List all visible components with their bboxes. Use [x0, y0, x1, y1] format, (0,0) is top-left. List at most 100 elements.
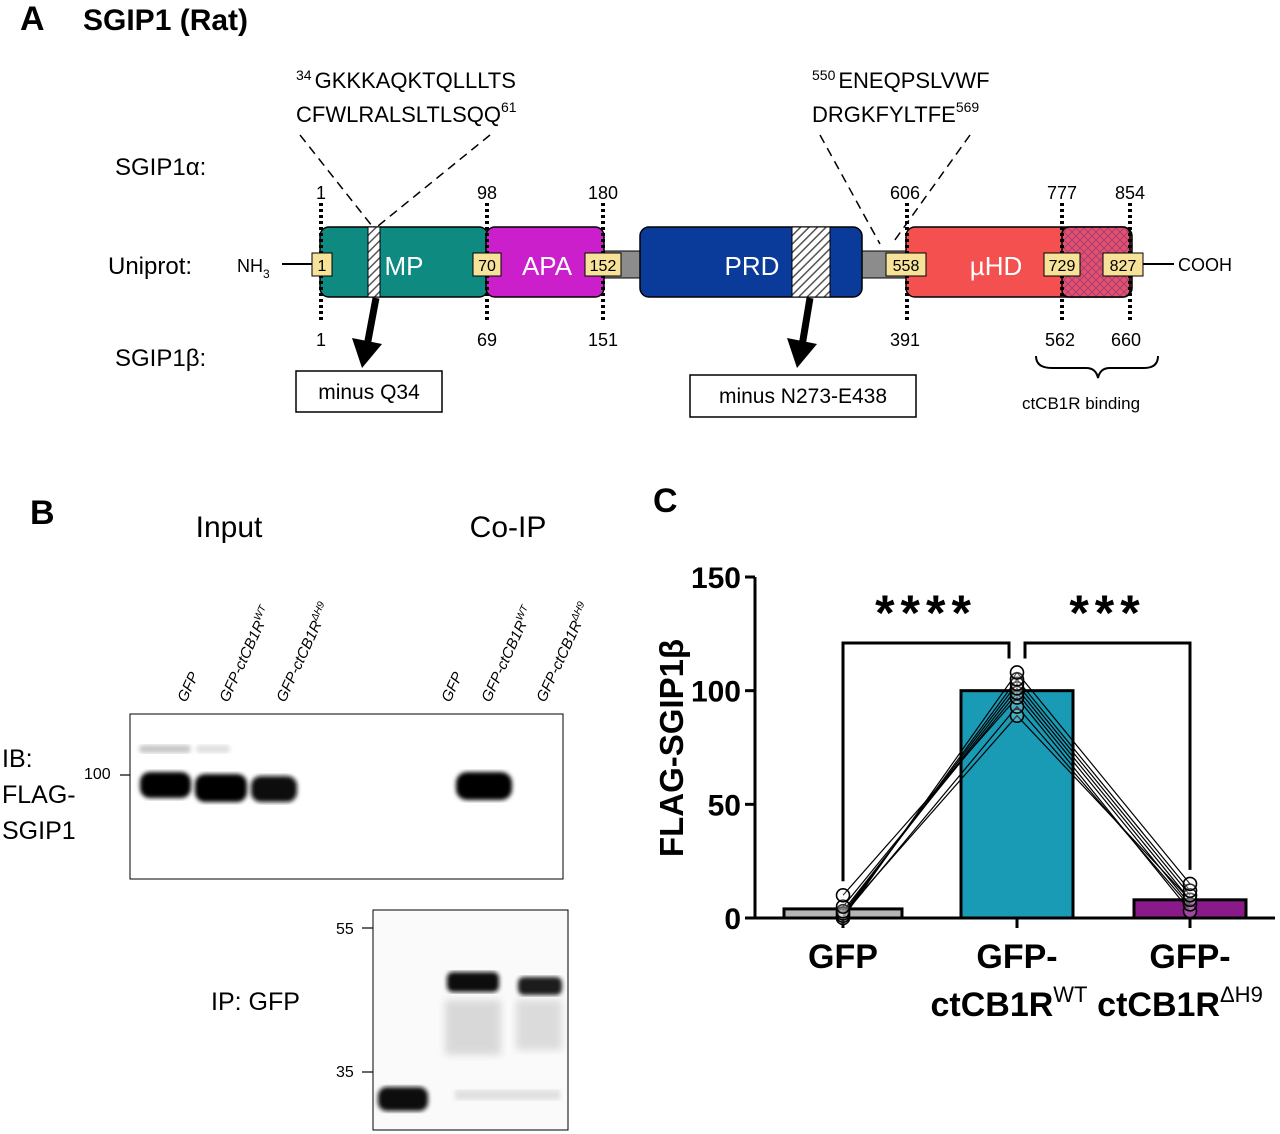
panel-b: B Input Co-IP GFP GFP-ctCB1RWT GFP-ctCB1… — [2, 494, 588, 1131]
lane-label-4: GFP — [438, 670, 466, 705]
lane-4-base: GFP — [438, 670, 466, 705]
uniprot-box-558 — [885, 252, 927, 277]
band-coip-wt — [456, 772, 512, 800]
band-faint-1 — [139, 745, 191, 753]
point-2-5 — [1182, 876, 1198, 892]
point-0-3 — [835, 903, 851, 919]
alpha-number-98: 98 — [477, 183, 497, 203]
sequence-1-connector-right — [377, 134, 491, 227]
band-input-wt — [195, 774, 247, 802]
sequence-1-connector-left — [299, 134, 373, 227]
marker-100-label: 100 — [84, 766, 111, 783]
band-ip-wt — [447, 972, 499, 992]
beta-number-391: 391 — [890, 330, 920, 350]
alpha-number-854: 854 — [1115, 183, 1145, 203]
lane-2-sup: WT — [252, 603, 269, 623]
sequence-2-residues-b: DRGKFYLTFE — [812, 102, 956, 127]
uniprot-box-729 — [1043, 252, 1081, 277]
y-tick-label-50: 50 — [708, 789, 741, 822]
domain-prd-label: PRD — [725, 251, 780, 281]
deletion-box-q34-label: minus Q34 — [318, 381, 420, 404]
beta-number-562: 562 — [1045, 330, 1075, 350]
y-axis-label: FLAG-SGIP1β — [653, 639, 690, 857]
uniprot-box-70 — [472, 252, 502, 277]
uniprot-box-152 — [584, 252, 622, 277]
sequence-2-connector-right — [891, 134, 971, 245]
comparison-bracket-0 — [841, 641, 1011, 882]
ib-label-line-2: FLAG- — [2, 781, 76, 809]
y-tick-label-100: 100 — [691, 676, 741, 709]
row-label-uniprot: Uniprot: — [108, 253, 192, 280]
category-label-1-line-1: GFP- — [976, 938, 1057, 976]
category-1-name: ctCB1R — [930, 986, 1053, 1024]
alpha-number-777: 777 — [1047, 183, 1077, 203]
arrow-q34-head — [352, 338, 382, 368]
lane-2-base: GFP-ctCB1R — [216, 618, 268, 705]
uniprot-number-1: 1 — [318, 258, 327, 275]
paired-line-4 — [842, 691, 1191, 908]
sequence-2-start-position: 550 — [812, 67, 836, 83]
sequence-2-residues-a: ENEQPSLVWF — [838, 68, 989, 93]
lane-3-sup: ΔH9 — [309, 600, 328, 624]
marker-55-label: 55 — [336, 921, 354, 938]
beta-number-151: 151 — [588, 330, 618, 350]
lane-1-base: GFP — [174, 670, 202, 705]
panel-a-letter: A — [20, 0, 45, 38]
lane-6-sup: ΔH9 — [569, 600, 588, 624]
lane-3-base: GFP-ctCB1R — [273, 618, 325, 705]
uniprot-number-152: 152 — [590, 258, 617, 275]
lane-5-sup: WT — [514, 603, 531, 623]
uniprot-number-70: 70 — [478, 258, 496, 275]
lane-label-2: GFP-ctCB1RWT — [215, 603, 275, 705]
uniprot-box-1 — [311, 252, 333, 277]
band-ip-dh9 — [518, 977, 562, 995]
domain-mp-label: MP — [385, 251, 424, 281]
domain-uhd-label: µHD — [970, 251, 1023, 281]
deletion-region-q34 — [367, 226, 381, 298]
alpha-number-180: 180 — [588, 183, 618, 203]
comparison-bracket-1 — [1023, 641, 1192, 870]
band-ip-faint — [455, 1090, 560, 1100]
sequence-2-connector-left — [819, 134, 881, 245]
beta-number-660: 660 — [1111, 330, 1141, 350]
ib-bands — [139, 745, 512, 802]
alpha-number-606: 606 — [890, 183, 920, 203]
band-input-gfp — [140, 772, 191, 798]
panel-b-letter: B — [30, 494, 55, 532]
lane-6-base: GFP-ctCB1R — [533, 618, 585, 705]
sequence-1-residues-b: CFWLRALSLTLSQQ — [296, 102, 501, 127]
arrow-n273-head — [787, 338, 817, 368]
paired-line-3 — [842, 687, 1191, 912]
band-faint-2 — [196, 745, 230, 753]
deletion-box-q34 — [295, 370, 443, 413]
marker-35-label: 35 — [336, 1064, 354, 1081]
point-1-5 — [1009, 676, 1025, 692]
uniprot-number-558: 558 — [893, 258, 920, 275]
category-2-superscript: ΔH9 — [1220, 982, 1263, 1007]
input-header: Input — [196, 511, 263, 544]
significance-label-0: **** — [875, 585, 977, 641]
beta-number-1: 1 — [316, 330, 326, 350]
c-terminus-label: COOH — [1178, 255, 1232, 275]
sequence-1-line-2: CFWLRALSLTLSQQ61 — [296, 99, 517, 127]
y-tick-label-0: 0 — [724, 903, 741, 936]
n-terminus-label: NH3 — [237, 256, 270, 281]
alpha-number-1: 1 — [316, 183, 326, 203]
category-1-superscript: WT — [1053, 982, 1087, 1007]
uniprot-number-729: 729 — [1049, 258, 1076, 275]
point-1-7 — [1009, 665, 1025, 680]
point-2-3 — [1182, 887, 1198, 903]
panel-a-title: SGIP1 (Rat) — [83, 4, 248, 37]
deletion-box-n273 — [689, 374, 917, 418]
significance-label-1: *** — [1069, 585, 1145, 641]
paired-line-7 — [842, 714, 1191, 914]
y-tick-label-150: 150 — [691, 562, 741, 595]
lane-5-base: GFP-ctCB1R — [478, 618, 530, 705]
domain-apa-label: APA — [522, 251, 573, 281]
nh3-base: NH — [237, 256, 263, 276]
uniprot-box-827 — [1102, 252, 1144, 277]
point-0-4 — [835, 899, 851, 914]
